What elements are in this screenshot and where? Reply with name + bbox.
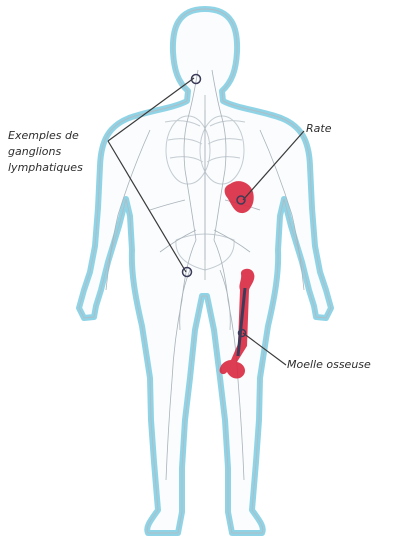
label-lymph-nodes-line3: lymphatiques	[8, 160, 83, 176]
label-lymph-nodes: Exemples de ganglions lymphatiques	[8, 128, 83, 176]
label-lymph-nodes-line1: Exemples de	[8, 128, 83, 144]
label-lymph-nodes-line2: ganglions	[8, 144, 83, 160]
label-spleen: Rate	[306, 121, 331, 137]
label-bone-marrow: Moelle osseuse	[287, 357, 371, 373]
